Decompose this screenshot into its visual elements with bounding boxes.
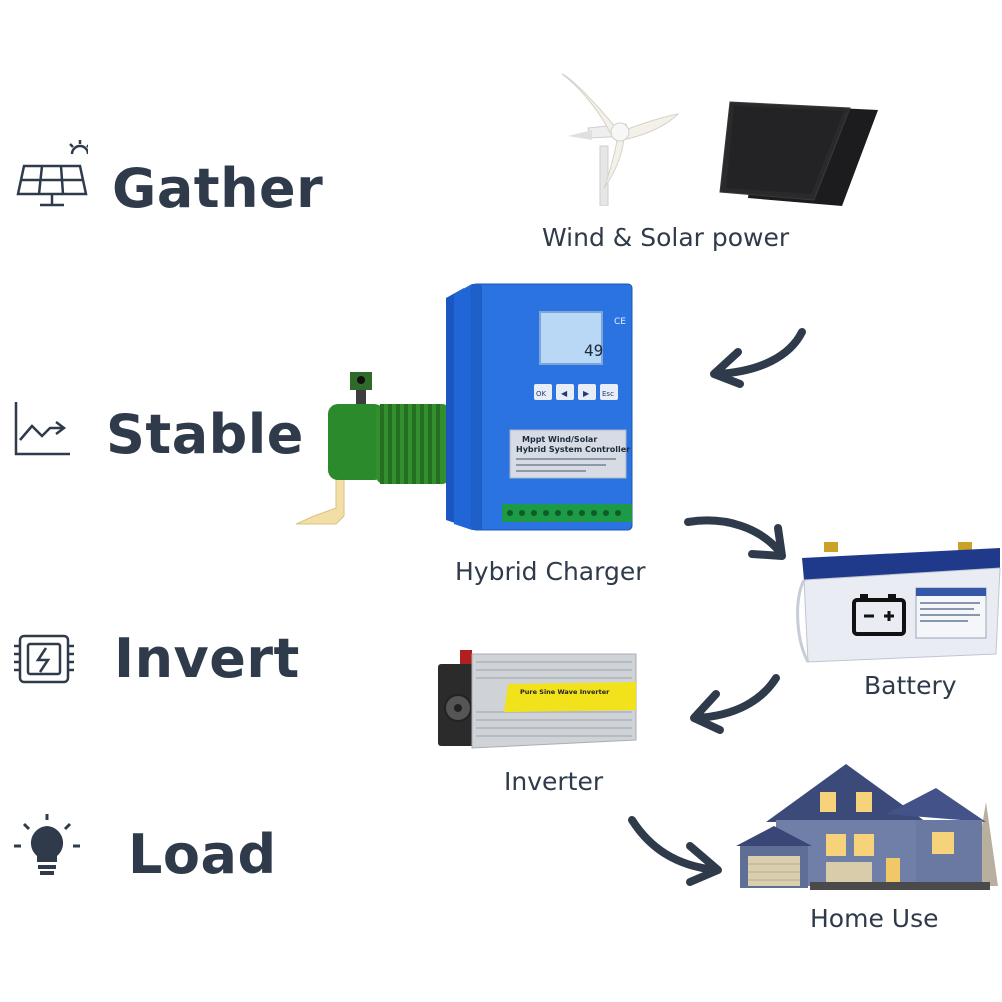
inverter-chip-icon: [12, 628, 76, 690]
light-bulb-icon: [12, 812, 82, 880]
charger-button-esc: Esc: [602, 390, 614, 398]
caption-home: Home Use: [810, 904, 939, 933]
arrow-battery-to-inverter: [692, 674, 780, 722]
step-label-load: Load: [128, 823, 277, 886]
step-label-gather: Gather: [112, 157, 324, 220]
wind-turbine-image: [548, 66, 688, 206]
home-image: [736, 762, 1002, 892]
charger-display-value: 49: [584, 341, 603, 360]
arrow-charger-to-battery: [684, 516, 784, 556]
solar-panel-icon: [14, 136, 88, 210]
charger-panel-title-line2: Hybrid System Controller: [516, 445, 630, 454]
battery-image: [790, 540, 1002, 664]
arrow-battery-to-inverter-head: [690, 690, 724, 734]
arrow-sources-to-charger-head: [710, 348, 744, 388]
arrow-inverter-to-home: [628, 816, 720, 874]
caption-charger: Hybrid Charger: [455, 557, 646, 586]
inverter-label-text: Pure Sine Wave Inverter: [520, 688, 610, 696]
hybrid-charger-image: 49 CE OK ◀ ▶ Esc Mppt Wind/Solar Hybrid …: [296, 280, 642, 534]
solar-panels-image: [718, 100, 882, 208]
arrow-charger-to-battery-head: [748, 524, 786, 560]
caption-battery: Battery: [864, 671, 957, 700]
step-label-stable: Stable: [106, 403, 304, 466]
charger-button-ok: OK: [536, 390, 547, 398]
inverter-image: Pure Sine Wave Inverter: [432, 648, 642, 752]
arrow-inverter-to-home-head: [686, 842, 722, 886]
charger-panel-title-line1: Mppt Wind/Solar: [522, 435, 597, 444]
charger-button-right: ▶: [583, 389, 590, 398]
ce-mark: CE: [614, 317, 626, 327]
arrow-sources-to-charger: [712, 328, 806, 378]
caption-sources: Wind & Solar power: [542, 223, 790, 252]
charger-button-left: ◀: [561, 389, 568, 398]
caption-inverter: Inverter: [504, 767, 604, 796]
trend-chart-icon: [12, 398, 72, 458]
step-label-invert: Invert: [114, 627, 300, 690]
